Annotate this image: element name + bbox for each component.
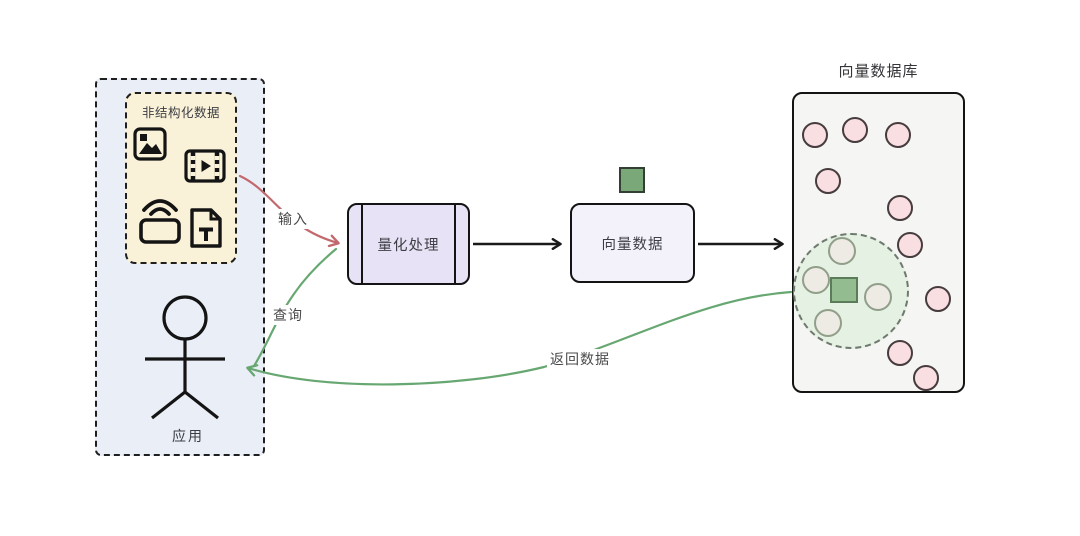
video-icon bbox=[184, 149, 226, 183]
stored-vector-point bbox=[887, 340, 913, 366]
vector-data-node: 向量数据 bbox=[570, 203, 695, 283]
text-document-icon bbox=[190, 208, 222, 248]
matched-vector-point bbox=[814, 309, 842, 337]
image-icon bbox=[133, 127, 167, 161]
quantize-node: 量化处理 bbox=[347, 203, 470, 285]
query-vector-in-db-square bbox=[830, 277, 858, 303]
stored-vector-point bbox=[897, 232, 923, 258]
application-label: 应用 bbox=[172, 428, 204, 444]
stored-vector-point bbox=[842, 117, 868, 143]
vector-db-title: 向量数据库 bbox=[838, 63, 919, 80]
person-icon bbox=[145, 295, 225, 420]
return-data-arrow bbox=[246, 290, 793, 386]
input-arrow-label: 输入 bbox=[275, 209, 311, 229]
quantize-node-left-rule bbox=[361, 205, 363, 283]
quantize-node-right-rule bbox=[454, 205, 456, 283]
stored-vector-point bbox=[925, 286, 951, 312]
stored-vector-point bbox=[885, 122, 911, 148]
matched-vector-point bbox=[828, 237, 856, 265]
quantize-node-label: 量化处理 bbox=[377, 237, 440, 254]
return-data-arrow-label: 返回数据 bbox=[547, 349, 613, 369]
stored-vector-point bbox=[802, 122, 828, 148]
unstructured-data-title: 非结构化数据 bbox=[141, 106, 220, 120]
query-arrow-label: 查询 bbox=[270, 305, 306, 325]
stored-vector-point bbox=[815, 168, 841, 194]
vector-data-node-label: 向量数据 bbox=[601, 236, 664, 253]
query-vector-square bbox=[619, 167, 645, 193]
stored-vector-point bbox=[913, 365, 939, 391]
stored-vector-point bbox=[887, 195, 913, 221]
audio-wave-icon bbox=[139, 199, 181, 244]
matched-vector-point bbox=[802, 266, 830, 294]
matched-vector-point bbox=[864, 283, 892, 311]
